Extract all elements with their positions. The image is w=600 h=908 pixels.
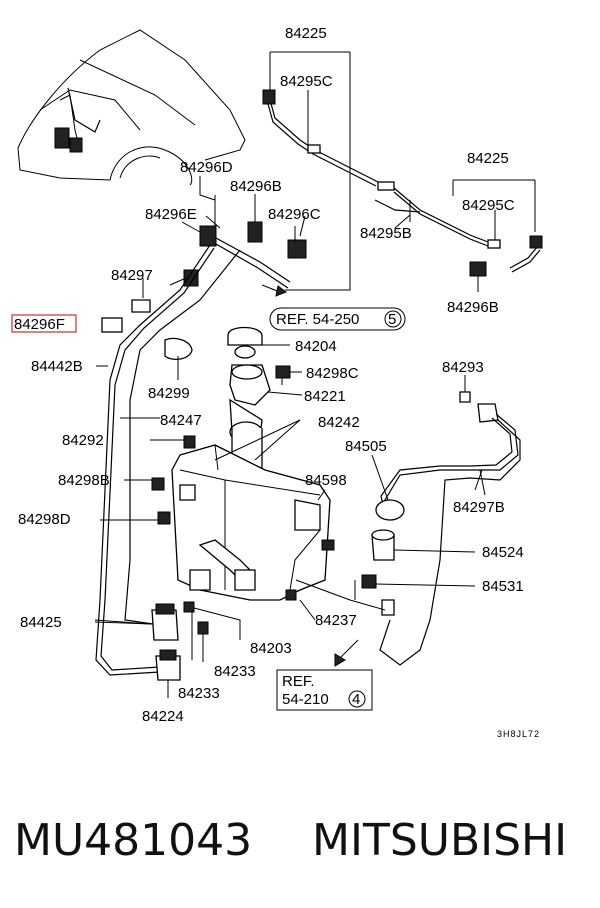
callout-84296B: 84296B xyxy=(230,178,282,195)
callout-84296E: 84296E xyxy=(145,206,197,223)
callout-84225-right: 84225 xyxy=(467,150,509,167)
callout-84292: 84292 xyxy=(62,432,104,449)
callout-84297B: 84297B xyxy=(453,499,505,516)
callout-84298D: 84298D xyxy=(18,511,71,528)
callout-84296F-highlighted: 84296F xyxy=(14,316,65,333)
callout-84296C: 84296C xyxy=(268,206,321,223)
ref-54-250-label: REF. 54-250 xyxy=(276,311,359,328)
brand-name: MITSUBISHI xyxy=(312,815,567,866)
callout-84298B: 84298B xyxy=(58,472,110,489)
ref-54-210-number: 4 xyxy=(352,691,360,708)
callout-84203: 84203 xyxy=(250,640,292,657)
footer: MU481043 MITSUBISHI xyxy=(14,815,567,866)
callout-84425: 84425 xyxy=(20,614,62,631)
callout-84295B: 84295B xyxy=(360,225,412,242)
callout-84295C-right: 84295C xyxy=(462,197,515,214)
rear-washer-hose-group xyxy=(262,51,543,292)
callout-84531: 84531 xyxy=(482,578,524,595)
ref-arrows xyxy=(261,284,406,711)
callout-84524: 84524 xyxy=(482,544,524,561)
ref-54-250-circle xyxy=(384,310,402,328)
callout-84225-top: 84225 xyxy=(285,25,327,42)
callout-84237: 84237 xyxy=(315,612,357,629)
callout-84224: 84224 xyxy=(142,708,184,725)
callout-84298C: 84298C xyxy=(306,365,359,382)
callout-84505: 84505 xyxy=(345,438,387,455)
callout-84204: 84204 xyxy=(295,338,337,355)
leader-lines xyxy=(94,176,483,625)
front-hose-group xyxy=(95,195,307,676)
callout-84293: 84293 xyxy=(442,359,484,376)
callout-84233-b: 84233 xyxy=(178,685,220,702)
callout-84247: 84247 xyxy=(160,412,202,429)
callout-84242: 84242 xyxy=(318,414,360,431)
callout-84297: 84297 xyxy=(111,267,153,284)
callout-84295C-top: 84295C xyxy=(280,73,333,90)
vehicle-location-sketch xyxy=(17,29,246,186)
callout-84221: 84221 xyxy=(304,388,346,405)
highlight-box-84296F xyxy=(11,314,77,333)
washer-reservoir-tank xyxy=(171,398,331,601)
callout-84442B: 84442B xyxy=(31,358,83,375)
ref-54-250-number: 5 xyxy=(388,311,396,328)
callout-84598: 84598 xyxy=(305,472,347,489)
reference-markers: REF. 54-250 5 REF. 54-210 4 3H8JL72 xyxy=(276,310,540,739)
part-number: MU481043 xyxy=(14,815,252,866)
filler-cap-parts xyxy=(227,326,303,406)
callout-84296D: 84296D xyxy=(180,159,233,176)
ref-54-210-label-line2: 54-210 xyxy=(282,691,329,708)
callout-labels: 84225 84295C 84296D 84296B 84296E 84296C… xyxy=(11,25,524,725)
drawing-code: 3H8JL72 xyxy=(497,729,540,739)
ref-54-210-circle xyxy=(348,690,366,708)
callout-84296B-right: 84296B xyxy=(447,299,499,316)
ref-54-210-label-line1: REF. xyxy=(282,673,315,690)
callout-84233-a: 84233 xyxy=(214,663,256,680)
level-sensor-group xyxy=(285,375,521,666)
callout-84299: 84299 xyxy=(148,385,190,402)
washer-pumps xyxy=(94,603,181,698)
fasteners xyxy=(100,435,335,662)
